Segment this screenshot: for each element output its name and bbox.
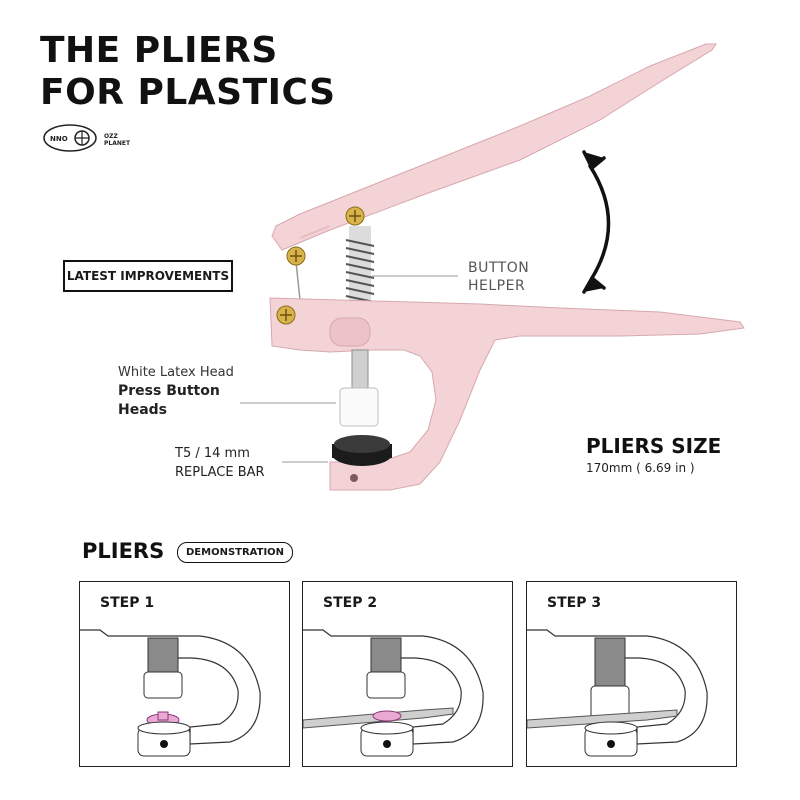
demo-title: PLIERS (82, 539, 165, 563)
head-main-label: Press Button Heads (118, 383, 220, 418)
brand-logo-text: OZZ PLANET (104, 133, 131, 147)
button-helper-label: BUTTON HELPER (468, 260, 530, 294)
screw-icons (276, 206, 365, 325)
pliers-size-value: 170mm ( 6.69 in ) (586, 461, 695, 475)
white-latex-head (339, 387, 379, 427)
pliers-size-title: PLIERS SIZE (586, 434, 722, 458)
step-label: STEP 3 (547, 595, 602, 611)
step-label: STEP 2 (323, 595, 378, 611)
step-1-diagram (80, 629, 261, 757)
step-panel-1: STEP 1 (79, 581, 290, 767)
step-panel-2: STEP 2 (302, 581, 513, 767)
motion-arrow-icon (582, 150, 611, 294)
pliers-body (269, 297, 745, 491)
head-sub-label: White Latex Head (118, 365, 234, 380)
page-title: THE PLIERS FOR PLASTICS (40, 30, 336, 114)
demo-badge: DEMONSTRATION (177, 542, 294, 563)
pliers-illustration (240, 43, 745, 491)
title-line-1: THE PLIERS (40, 30, 278, 71)
step-panel-3: STEP 3 (526, 581, 737, 767)
latest-improvements-badge: LATEST IMPROVEMENTS (63, 260, 233, 292)
replace-bar-label: REPLACE BAR (175, 465, 265, 480)
svg-text:NNO: NNO (50, 135, 68, 143)
spring (345, 226, 375, 314)
title-line-2: FOR PLASTICS (40, 72, 336, 113)
step-3-diagram (527, 629, 708, 757)
metal-rod (351, 349, 369, 391)
pliers-top-handle (271, 43, 717, 251)
brand-logo: NNO (43, 124, 97, 152)
replace-bar-size: T5 / 14 mm (175, 446, 250, 461)
step-label: STEP 1 (100, 595, 155, 611)
step-2-diagram (303, 629, 484, 757)
